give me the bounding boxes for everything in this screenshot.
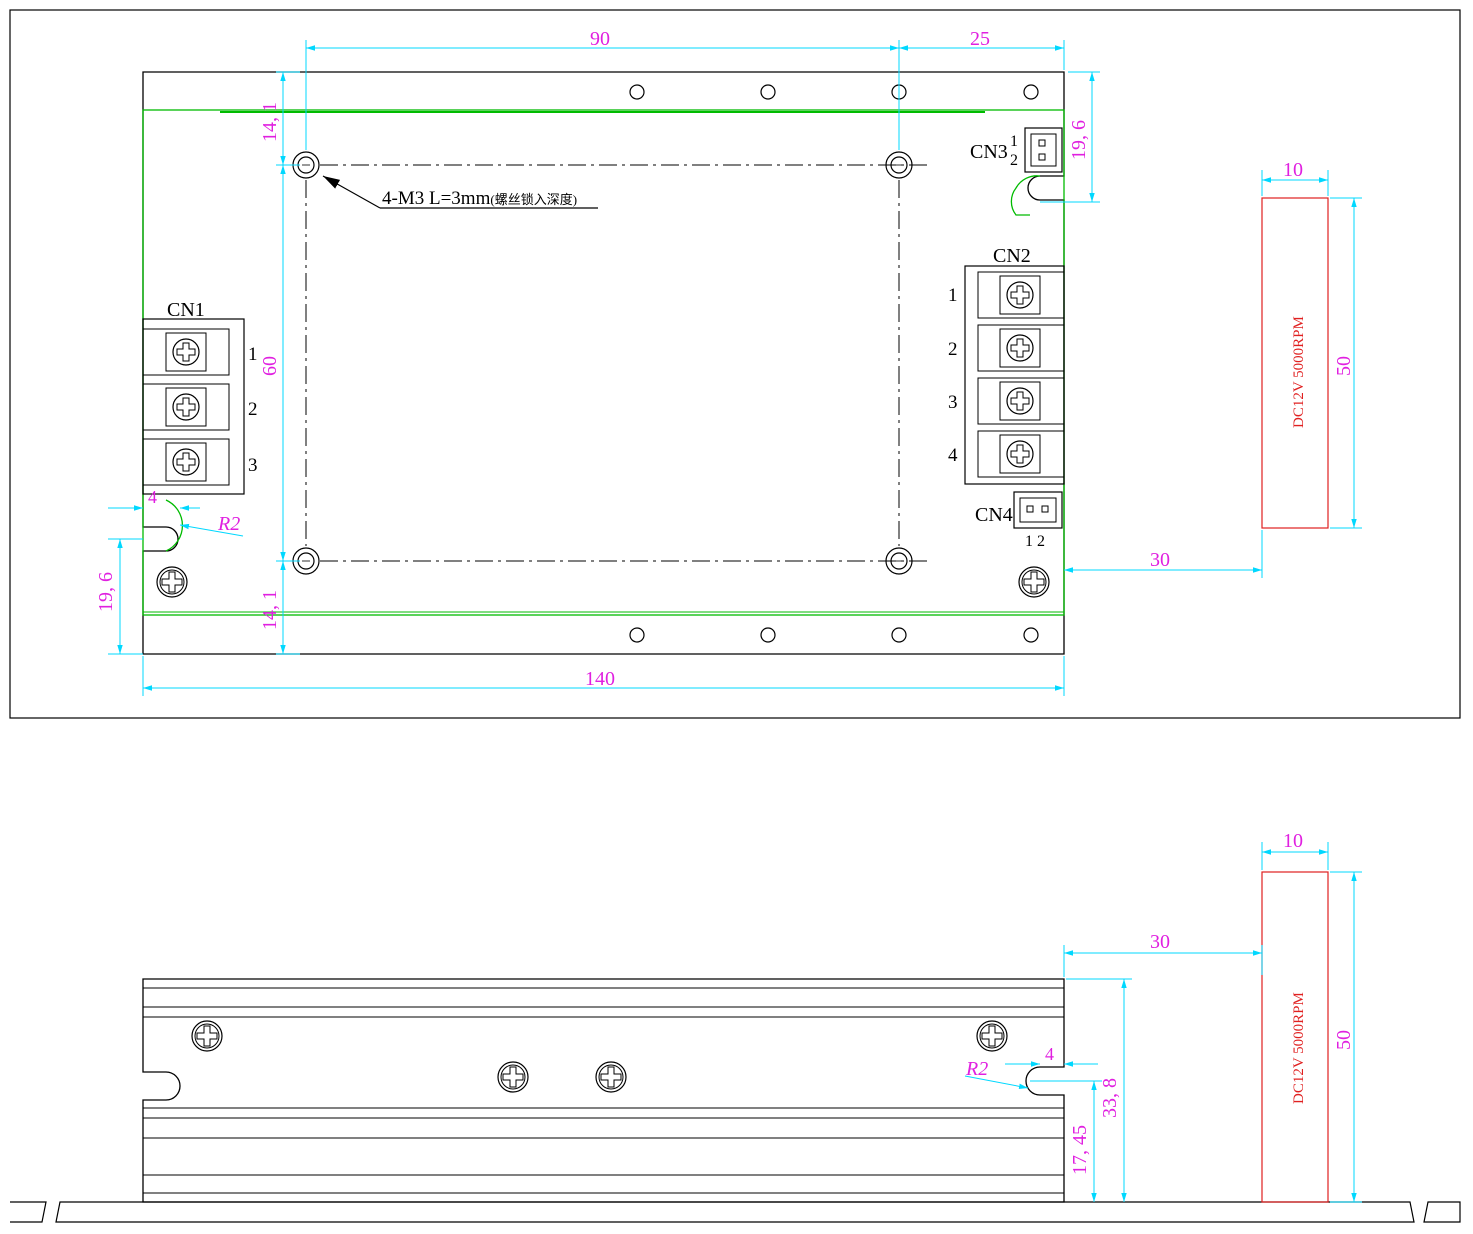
- cn4-pins: 1 2: [1025, 533, 1045, 550]
- cn2-pin-1: 1: [948, 285, 958, 306]
- cn1-pin-2: 2: [248, 399, 258, 420]
- cn3-label: CN3: [970, 141, 1008, 163]
- dim-slot-height: 19, 6: [95, 572, 117, 612]
- heatsink-fins: [143, 987, 1064, 1194]
- cn1-label: CN1: [167, 299, 205, 321]
- cn3-pin-1: 1: [1010, 133, 1018, 150]
- rail-holes: [629, 84, 1039, 643]
- cn2-terminal-block: [964, 265, 1065, 485]
- fan-top: [1261, 197, 1329, 529]
- cn2-pin-4: 4: [948, 445, 958, 466]
- side-dim-fan-size: 50: [1333, 1030, 1355, 1050]
- mounting-note: 4-M3 L=3mm(螺丝锁入深度): [382, 188, 577, 209]
- cn2-pin-3: 3: [948, 392, 958, 413]
- dim-overall-length: 140: [585, 668, 615, 690]
- fan-side-label: DC12V 5000RPM: [1291, 992, 1307, 1104]
- cn3-pin-2: 2: [1010, 152, 1018, 169]
- dim-slot-width: 4: [148, 487, 157, 507]
- cn2-pin-2: 2: [948, 339, 958, 360]
- fan-side: [1261, 871, 1329, 1203]
- side-dimension-lines: [964, 842, 1362, 1203]
- side-dim-slot-radius: R2: [965, 1058, 988, 1080]
- cn2-label: CN2: [993, 245, 1031, 267]
- housing-outline: [142, 71, 1065, 655]
- top-dimension-lines: [108, 40, 1362, 696]
- dim-right-offset: 25: [970, 28, 990, 50]
- dim-bottom-margin: 14, 1: [259, 590, 281, 630]
- base-plate: [10, 1201, 1461, 1223]
- cn3-connector: [1024, 127, 1063, 173]
- side-dim-slot-center-height: 17, 45: [1069, 1125, 1091, 1175]
- cn1-terminal-block: [142, 318, 245, 495]
- side-screw-2: [497, 1061, 529, 1093]
- dim-hole-spacing-x: 90: [590, 28, 610, 50]
- dim-fan-gap: 30: [1150, 549, 1170, 571]
- dim-top-margin: 14, 1: [259, 102, 281, 142]
- side-screw-1: [191, 1020, 223, 1052]
- dim-cn3-offset: 19, 6: [1068, 120, 1090, 160]
- dim-fan-thickness: 10: [1283, 159, 1303, 181]
- screw-left: [156, 566, 188, 598]
- side-housing: [142, 978, 1065, 1203]
- side-dim-fan-gap: 30: [1150, 931, 1170, 953]
- screw-right: [1018, 566, 1050, 598]
- mounting-note-leader: [322, 175, 598, 209]
- cn4-connector: [1013, 491, 1063, 529]
- side-screw-4: [976, 1020, 1008, 1052]
- fan-top-label: DC12V 5000RPM: [1291, 316, 1307, 428]
- dim-slot-radius: R2: [217, 513, 240, 535]
- side-dim-slot-width: 4: [1045, 1044, 1054, 1064]
- dim-hole-spacing-y: 60: [259, 356, 281, 376]
- side-dim-fan-thickness: 10: [1283, 830, 1303, 852]
- side-view: DC12V 5000RPM 30: [10, 830, 1461, 1223]
- mounting-holes: [292, 151, 930, 575]
- side-screw-3: [595, 1061, 627, 1093]
- dim-fan-size: 50: [1333, 356, 1355, 376]
- pcb-edge: [142, 109, 1065, 616]
- cn1-pin-3: 3: [248, 455, 258, 476]
- cn4-label: CN4: [975, 504, 1013, 526]
- side-dim-height: 33, 8: [1099, 1078, 1121, 1118]
- cn1-pin-1: 1: [248, 344, 258, 365]
- top-view-frame: [9, 9, 1461, 719]
- top-view: 4-M3 L=3mm(螺丝锁入深度) CN1 1 2 3: [9, 9, 1461, 719]
